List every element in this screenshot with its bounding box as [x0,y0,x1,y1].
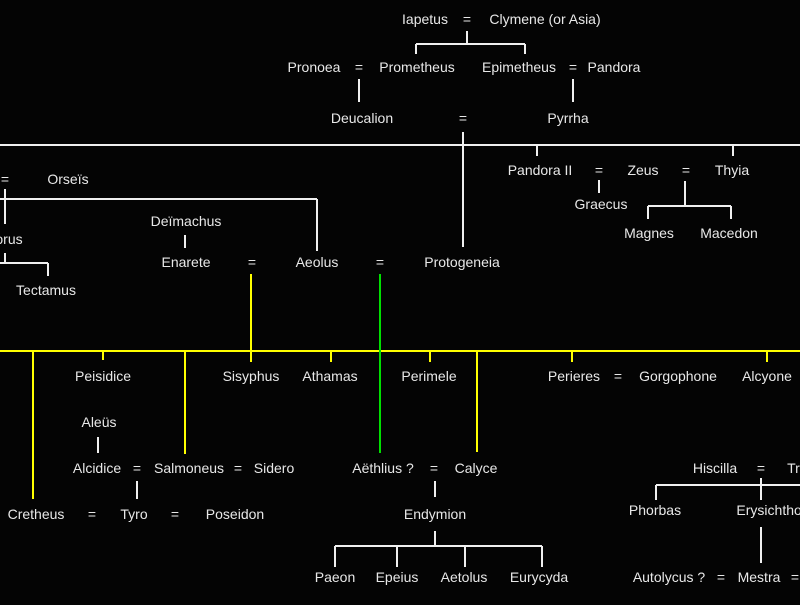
person-zeus: Zeus [627,162,659,178]
marriage-sign: = [568,59,578,75]
person-cretheus: Cretheus [7,506,65,522]
person-perieres: Perieres [547,368,601,384]
person-eurycyda: Eurycyda [509,569,569,585]
marriage-sign: = [354,59,364,75]
person-iapetus: Iapetus [402,11,448,27]
person-pyrrha: Pyrrha [547,110,589,126]
person-protogeneia: Protogeneia [424,254,500,270]
person-triopas-partial: Tri [787,460,800,476]
person-epeius: Epeius [375,569,419,585]
person-thyia: Thyia [714,162,750,178]
marriage-sign: = [594,162,604,178]
person-phorbas: Phorbas [628,502,682,518]
person-mestra: Mestra [737,569,781,585]
person-hiscilla: Hiscilla [692,460,738,476]
marriage-sign: = [681,162,691,178]
marriage-sign: = [132,460,142,476]
marriage-sign: = [429,460,439,476]
person-macedon: Macedon [700,225,758,241]
marriage-sign: = [375,254,385,270]
person-calyce: Calyce [454,460,498,476]
person-paeon: Paeon [314,569,356,585]
person-alcidice: Alcidice [72,460,122,476]
person-aethlius: Aëthlius ? [352,460,414,476]
person-aeolus: Aeolus [295,254,339,270]
person-gorgophone: Gorgophone [639,368,717,384]
person-prometheus: Prometheus [379,59,455,75]
person-graecus: Graecus [574,196,628,212]
marriage-sign: = [613,368,623,384]
marriage-sign: = [462,11,472,27]
person-enarete: Enarete [161,254,211,270]
person-sidero: Sidero [253,460,295,476]
marriage-sign: = [170,506,180,522]
person-peisidice: Peisidice [74,368,132,384]
person-poseidon: Poseidon [205,506,265,522]
marriage-sign: = [756,460,766,476]
person-pronoea: Pronoea [287,59,341,75]
person-pandora-ii: Pandora II [507,162,573,178]
person-erysichthon: Erysichthon [736,502,800,518]
person-tyro: Tyro [120,506,148,522]
person-perimele: Perimele [401,368,457,384]
person-xuthus-partial: orus [0,231,23,247]
person-aetolus: Aetolus [440,569,488,585]
person-deucalion: Deucalion [330,110,394,126]
marriage-sign: = [87,506,97,522]
person-clymene: Clymene (or Asia) [489,11,601,27]
marriage-sign: = [790,569,800,585]
person-sisyphus: Sisyphus [222,368,280,384]
person-salmoneus: Salmoneus [153,460,225,476]
person-aleus: Aleüs [81,414,117,430]
marriage-sign: = [716,569,726,585]
marriage-sign: = [0,171,10,187]
person-magnes: Magnes [624,225,674,241]
marriage-sign: = [233,460,243,476]
person-orseis: Orseïs [47,171,89,187]
marriage-sign: = [247,254,257,270]
person-tectamus: Tectamus [16,282,76,298]
marriage-sign: = [458,110,468,126]
person-pandora: Pandora [587,59,641,75]
person-deimachus: Deïmachus [150,213,222,229]
person-autolycus: Autolycus ? [632,569,706,585]
person-endymion: Endymion [403,506,467,522]
person-alcyone: Alcyone [742,368,792,384]
person-athamas: Athamas [302,368,358,384]
person-epimetheus: Epimetheus [482,59,556,75]
